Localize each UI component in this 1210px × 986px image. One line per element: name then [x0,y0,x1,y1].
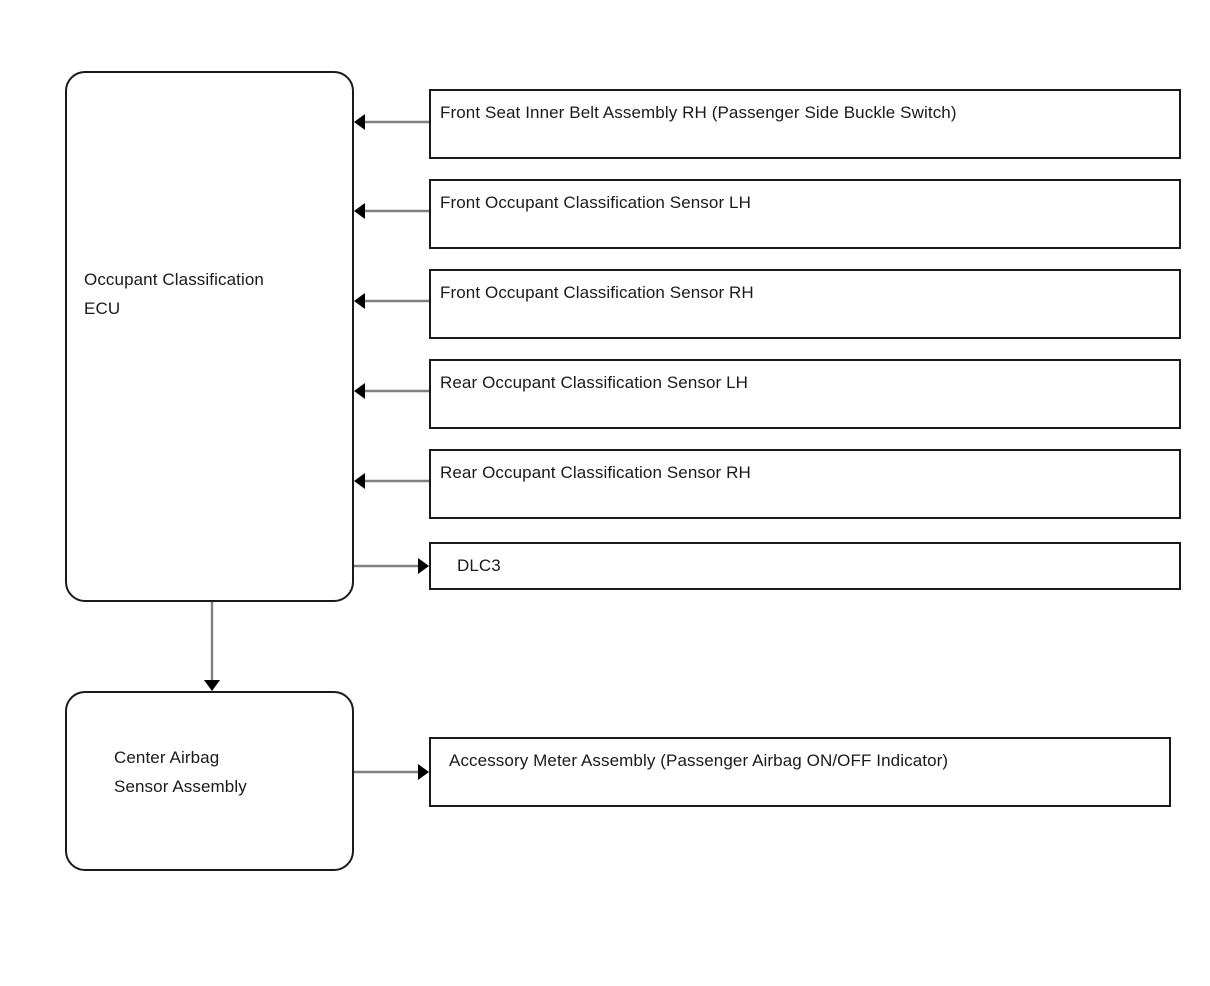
arrowhead-ecu-to-center-airbag-sensor-assembly [204,680,220,691]
arrowhead-ecu-to-dlc3 [418,558,429,574]
node-rear-occupant-classification-sensor-rh-label: Rear Occupant Classification Sensor RH [440,463,751,482]
arrowhead-center-airbag-sensor-assembly-to-accessory-meter-assembly [418,764,429,780]
node-front-occupant-classification-sensor-lh[interactable]: Front Occupant Classification Sensor LH [429,179,1181,249]
node-front-seat-inner-belt-assembly-rh-label: Front Seat Inner Belt Assembly RH (Passe… [440,103,957,122]
arrowhead-front-occupant-classification-sensor-rh-to-ecu [354,293,365,309]
node-dlc3[interactable]: DLC3 [429,542,1181,590]
node-accessory-meter-assembly[interactable]: Accessory Meter Assembly (Passenger Airb… [429,737,1171,807]
node-occupant-classification-ecu-label: Occupant Classification ECU [84,270,264,318]
node-rear-occupant-classification-sensor-lh[interactable]: Rear Occupant Classification Sensor LH [429,359,1181,429]
node-dlc3-label: DLC3 [457,556,501,575]
node-occupant-classification-ecu[interactable]: Occupant Classification ECU [65,71,354,602]
node-front-occupant-classification-sensor-lh-label: Front Occupant Classification Sensor LH [440,193,751,212]
node-rear-occupant-classification-sensor-lh-label: Rear Occupant Classification Sensor LH [440,373,749,392]
arrowhead-rear-occupant-classification-sensor-lh-to-ecu [354,383,365,399]
arrowhead-rear-occupant-classification-sensor-rh-to-ecu [354,473,365,489]
node-front-seat-inner-belt-assembly-rh[interactable]: Front Seat Inner Belt Assembly RH (Passe… [429,89,1181,159]
node-center-airbag-sensor-assembly[interactable]: Center Airbag Sensor Assembly [65,691,354,871]
node-front-occupant-classification-sensor-rh[interactable]: Front Occupant Classification Sensor RH [429,269,1181,339]
node-rear-occupant-classification-sensor-rh[interactable]: Rear Occupant Classification Sensor RH [429,449,1181,519]
arrowhead-front-occupant-classification-sensor-lh-to-ecu [354,203,365,219]
node-accessory-meter-assembly-label: Accessory Meter Assembly (Passenger Airb… [449,751,949,770]
arrowhead-front-seat-inner-belt-assembly-rh-to-ecu [354,114,365,130]
node-center-airbag-sensor-assembly-label: Center Airbag Sensor Assembly [114,748,247,796]
node-front-occupant-classification-sensor-rh-label: Front Occupant Classification Sensor RH [440,283,754,302]
